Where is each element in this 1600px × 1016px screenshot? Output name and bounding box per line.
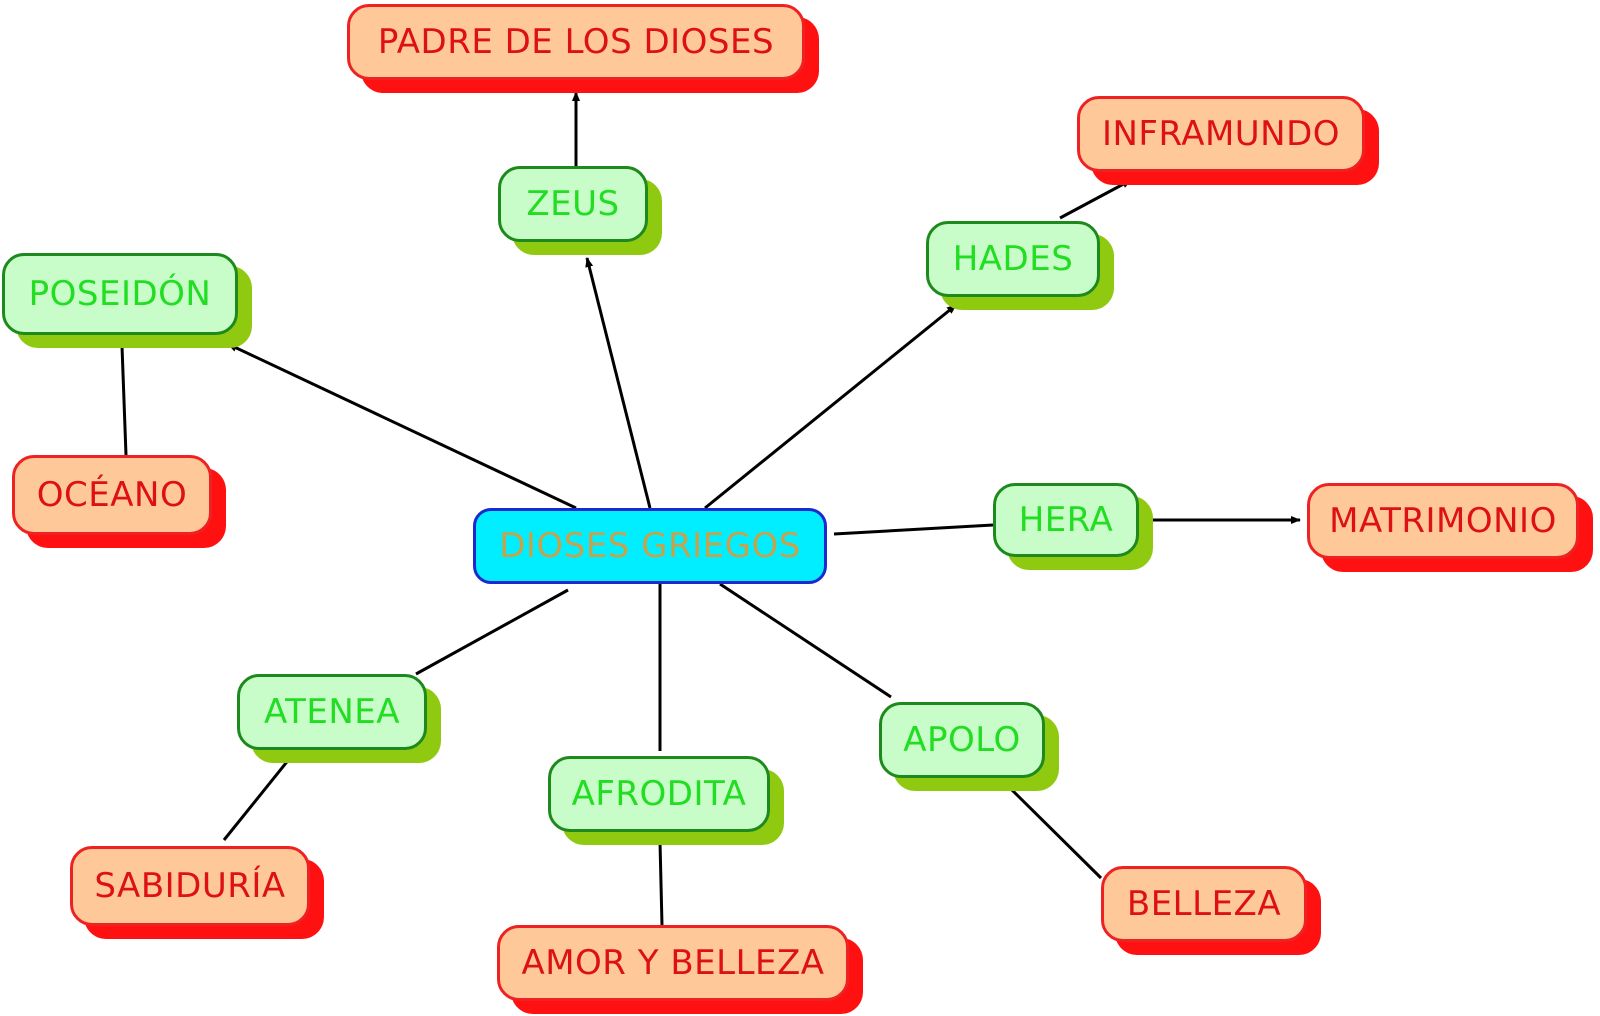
node-afrodita-label: AFRODITA bbox=[571, 774, 747, 814]
node-oceano-label: OCÉANO bbox=[36, 475, 188, 515]
edge-center-hades bbox=[704, 303, 957, 510]
node-inframundo-label: INFRAMUNDO bbox=[1101, 114, 1341, 154]
edge-afrodita-concept bbox=[658, 841, 664, 926]
node-belleza[interactable]: BELLEZA bbox=[1101, 866, 1307, 942]
center-node[interactable]: DIOSES GRIEGOS bbox=[473, 508, 827, 584]
node-hera-label: HERA bbox=[1018, 500, 1114, 540]
node-zeus-label: ZEUS bbox=[526, 184, 620, 224]
node-atenea[interactable]: ATENEA bbox=[237, 674, 427, 750]
node-poseidon-label: POSEIDÓN bbox=[28, 274, 212, 314]
node-atenea-label: ATENEA bbox=[263, 692, 401, 732]
edge-center-zeus bbox=[585, 257, 652, 509]
node-padre-de-los-dioses-label: PADRE DE LOS DIOSES bbox=[377, 22, 775, 62]
edge-apolo-concept bbox=[1008, 786, 1103, 880]
node-belleza-label: BELLEZA bbox=[1126, 884, 1282, 924]
center-label: DIOSES GRIEGOS bbox=[499, 526, 801, 566]
node-oceano[interactable]: OCÉANO bbox=[12, 455, 212, 535]
node-matrimonio[interactable]: MATRIMONIO bbox=[1307, 483, 1579, 559]
node-apolo[interactable]: APOLO bbox=[879, 702, 1045, 778]
node-poseidon[interactable]: POSEIDÓN bbox=[2, 253, 238, 335]
node-zeus[interactable]: ZEUS bbox=[498, 166, 648, 242]
node-sabiduria-label: SABIDURÍA bbox=[94, 866, 286, 906]
edge-hades-concept bbox=[1059, 178, 1132, 220]
node-inframundo[interactable]: INFRAMUNDO bbox=[1077, 96, 1365, 172]
edge-center-hera bbox=[833, 523, 994, 536]
node-amor-y-belleza-label: AMOR Y BELLEZA bbox=[521, 943, 825, 983]
node-sabiduria[interactable]: SABIDURÍA bbox=[70, 846, 310, 926]
edge-center-apolo bbox=[719, 582, 892, 699]
node-padre-de-los-dioses[interactable]: PADRE DE LOS DIOSES bbox=[347, 4, 805, 80]
node-afrodita[interactable]: AFRODITA bbox=[548, 756, 770, 832]
edge-poseidon-concept bbox=[120, 345, 128, 456]
node-hades-label: HADES bbox=[952, 239, 1074, 279]
node-matrimonio-label: MATRIMONIO bbox=[1329, 501, 1557, 541]
edge-atenea-concept bbox=[222, 757, 292, 841]
node-hades[interactable]: HADES bbox=[926, 221, 1100, 297]
edge-center-atenea bbox=[415, 588, 569, 676]
edge-center-poseidon bbox=[227, 342, 577, 510]
node-apolo-label: APOLO bbox=[903, 720, 1021, 760]
node-amor-y-belleza[interactable]: AMOR Y BELLEZA bbox=[497, 925, 849, 1001]
node-hera[interactable]: HERA bbox=[993, 483, 1139, 557]
